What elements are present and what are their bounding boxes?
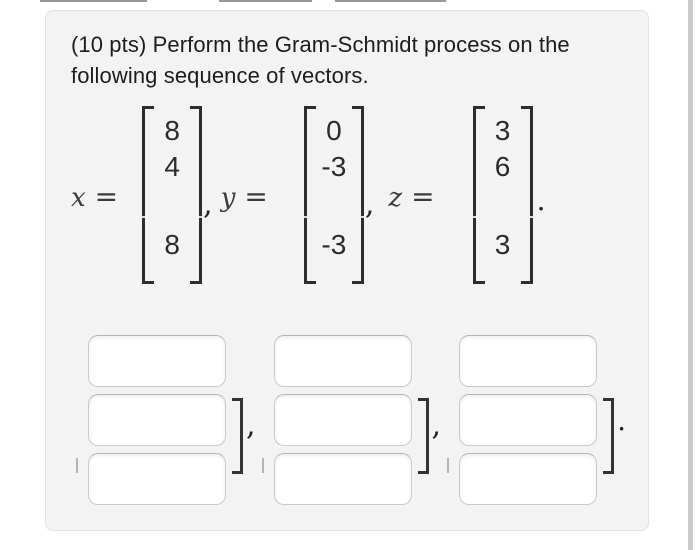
left-bracket xyxy=(303,106,316,284)
equals-sign: = xyxy=(94,179,119,213)
math-var-x: x xyxy=(71,183,86,213)
left-bracket xyxy=(472,106,485,284)
problem-card: (10 pts) Perform the Gram-Schmidt proces… xyxy=(45,10,649,531)
comma: , xyxy=(203,186,213,222)
equals-sign: = xyxy=(244,179,268,213)
answer-input[interactable] xyxy=(459,394,598,446)
answer-right-bracket xyxy=(232,398,243,474)
answer-input[interactable] xyxy=(459,335,598,387)
matrix-entry: -3 xyxy=(321,151,347,182)
render-seam xyxy=(141,216,204,218)
math-var-z: z xyxy=(388,183,403,213)
clipped-content-fragment xyxy=(40,0,147,2)
answer-input[interactable] xyxy=(88,394,226,446)
period: . xyxy=(536,183,546,217)
period: . xyxy=(617,404,626,437)
answer-vector-group-3: . xyxy=(447,335,626,505)
vector-x-matrix: 8 4 8 xyxy=(141,106,204,284)
matrix-entry: 6 xyxy=(494,151,511,182)
answer-input[interactable] xyxy=(459,453,598,505)
vector-z-matrix: 3 6 3 xyxy=(471,106,534,284)
clipped-content-fragment xyxy=(219,0,312,2)
math-expression: x = 8 4 8 , y = 0 -3 -3 xyxy=(71,106,628,284)
answer-vector-group-2: , xyxy=(261,335,442,505)
answer-input[interactable] xyxy=(88,335,226,387)
answer-vector-group-1: , xyxy=(76,335,256,505)
comma: , xyxy=(364,186,375,222)
right-bracket xyxy=(190,106,203,284)
equals-sign: = xyxy=(411,179,435,213)
matrix-entry: 8 xyxy=(164,115,180,146)
matrix-entry: 4 xyxy=(164,151,180,182)
matrix-entry: 3 xyxy=(494,229,511,260)
answer-left-bracket-sliver xyxy=(447,458,450,473)
right-bracket xyxy=(351,106,364,284)
matrix-entry: 3 xyxy=(494,115,511,146)
left-bracket xyxy=(142,106,155,284)
clipped-content-fragment xyxy=(335,0,446,2)
question-text: (10 pts) Perform the Gram-Schmidt proces… xyxy=(71,32,570,88)
matrix-entry: 0 xyxy=(326,115,342,146)
answer-right-bracket xyxy=(417,398,429,474)
answer-right-bracket xyxy=(603,398,615,474)
comma: , xyxy=(431,408,442,443)
answer-input[interactable] xyxy=(273,394,412,446)
answer-input[interactable] xyxy=(273,453,412,505)
answer-area: , , . xyxy=(71,335,628,505)
answer-input[interactable] xyxy=(273,335,412,387)
render-seam xyxy=(471,216,534,218)
render-seam xyxy=(302,216,365,218)
vector-y-matrix: 0 -3 -3 xyxy=(302,106,365,284)
answer-left-bracket-sliver xyxy=(261,458,264,473)
comma: , xyxy=(246,408,256,443)
matrix-entry: 8 xyxy=(164,229,180,260)
answer-input[interactable] xyxy=(88,453,226,505)
scrollbar-track[interactable] xyxy=(688,0,693,550)
right-bracket xyxy=(520,106,533,284)
answer-left-bracket-sliver xyxy=(76,458,78,473)
matrix-entry: -3 xyxy=(321,229,347,260)
math-var-y: y xyxy=(220,183,236,213)
